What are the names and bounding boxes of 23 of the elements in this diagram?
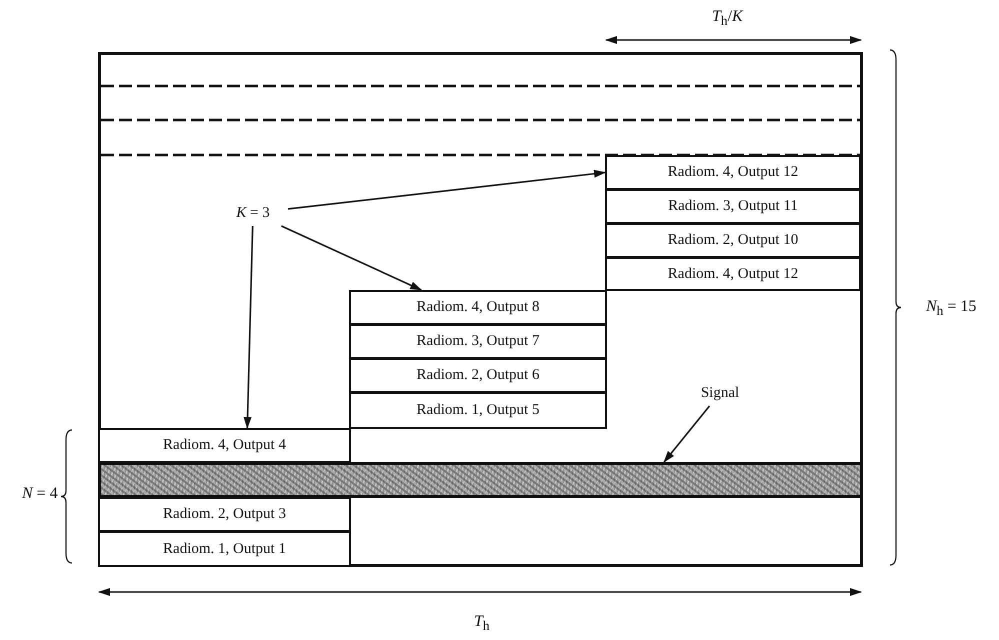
output-row: Radiom. 1, Output 1 (98, 531, 351, 567)
output-row: Radiom. 4, Output 8 (349, 290, 607, 325)
output-row: Radiom. 3, Output 7 (349, 324, 607, 359)
dimension-label: N = 4 (22, 485, 58, 503)
dimension-label: N$_{h}$ = 15 (926, 298, 976, 320)
arrow (288, 170, 606, 210)
annotation-text: Signal (700, 384, 740, 402)
arrow (281, 225, 422, 291)
signal-band (98, 462, 863, 498)
output-row: Radiom. 2, Output 6 (349, 358, 607, 393)
output-row: Radiom. 3, Output 11 (605, 189, 861, 224)
dimension-label: T$_{h}$ (474, 613, 490, 634)
output-row: Radiom. 4, Output 12 (605, 257, 861, 291)
arrow (244, 226, 254, 429)
output-row: Radiom. 4, Output 4 (98, 428, 351, 463)
output-row: Radiom. 2, Output 10 (605, 223, 861, 258)
output-row: Radiom. 1, Output 5 (349, 392, 607, 429)
frame-box (98, 52, 863, 567)
output-row: Radiom. 4, Output 12 (605, 155, 861, 190)
arrow (663, 406, 710, 463)
annotation-text: K = 3 (236, 204, 270, 222)
dimension-label: T$_{h}$/K (712, 8, 743, 30)
output-row: Radiom. 2, Output 3 (98, 497, 351, 532)
